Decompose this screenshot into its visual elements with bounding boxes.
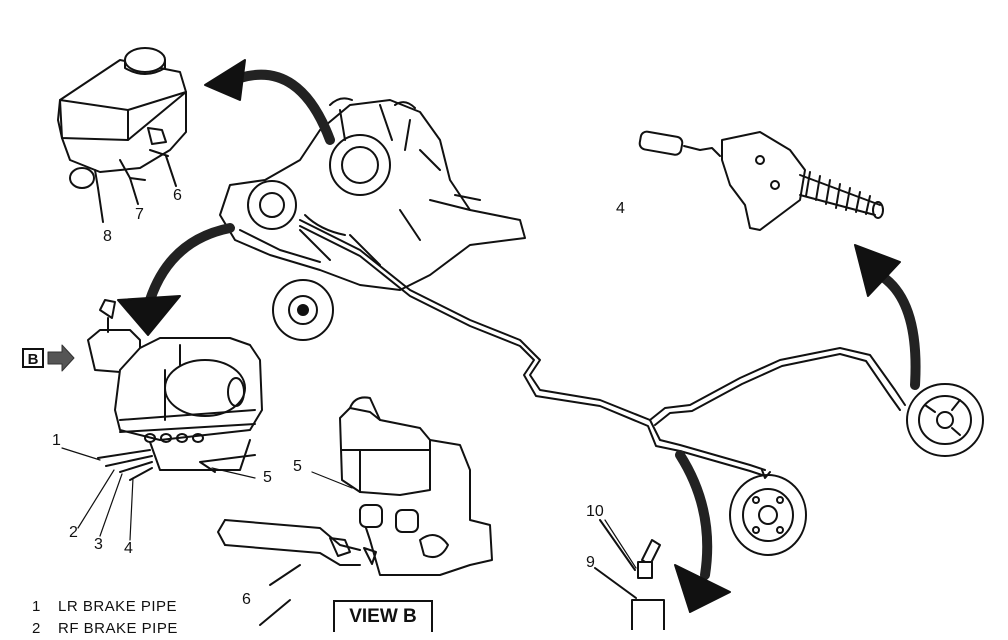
leader-lines [61, 447, 637, 569]
callout-6-master: 6 [173, 187, 182, 204]
rear-brake-left [729, 469, 807, 556]
arrow-to-master-cylinder [235, 69, 335, 145]
legend: 1 LR BRAKE PIPE 2 RF BRAKE PIPE [32, 596, 178, 640]
legend-item: 1 LR BRAKE PIPE [32, 596, 178, 618]
view-b-label: VIEW B [333, 600, 433, 632]
parking-brake-cable [638, 130, 884, 231]
rear-brake-right [906, 383, 984, 457]
callout-1: 1 [52, 432, 61, 449]
arrow-to-parking-brake [875, 270, 921, 390]
callout-4-modulator: 4 [124, 540, 133, 557]
view-b-inset [217, 396, 493, 626]
callout-3: 3 [94, 536, 103, 553]
legend-number: 2 [32, 620, 41, 637]
view-b-pointer [47, 344, 75, 372]
callout-4-cable: 4 [616, 200, 625, 217]
engine-assembly [219, 97, 526, 341]
arrow-to-view [675, 450, 713, 580]
legend-item: 2 RF BRAKE PIPE [32, 618, 178, 640]
callout-10: 10 [586, 503, 604, 520]
brake-pipe [299, 219, 906, 477]
callout-8: 8 [103, 228, 112, 245]
callout-6-view: 6 [242, 591, 251, 608]
abs-modulator [87, 299, 263, 481]
pipe-fitting [594, 519, 665, 630]
view-b-marker: B [22, 348, 44, 368]
callout-7: 7 [135, 206, 144, 223]
callout-5-view: 5 [293, 458, 302, 475]
legend-number: 1 [32, 598, 41, 615]
legend-text: RF BRAKE PIPE [58, 620, 178, 637]
master-cylinder [57, 47, 187, 223]
callout-5-modulator: 5 [263, 469, 272, 486]
legend-text: LR BRAKE PIPE [58, 598, 178, 615]
arrow-to-modulator [145, 223, 235, 305]
callout-2: 2 [69, 524, 78, 541]
callout-9: 9 [586, 554, 595, 571]
